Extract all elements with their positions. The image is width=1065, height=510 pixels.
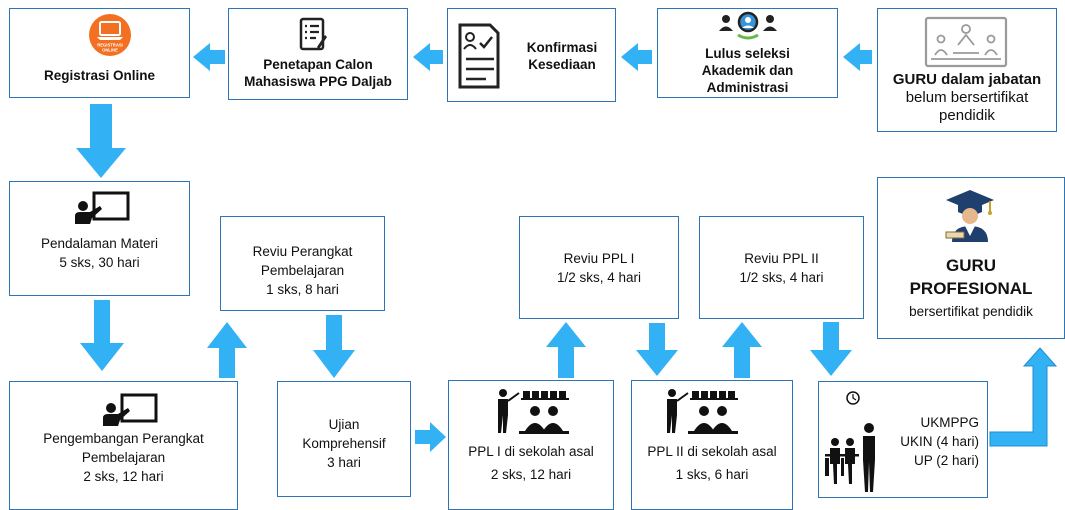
arrow-penetapan-to-registrasi <box>193 43 225 71</box>
pengembangan-line1: Pengembangan Perangkat <box>43 431 204 446</box>
ppl2-box: PPL II di sekolah asal 1 sks, 6 hari <box>631 380 793 510</box>
ppl1-box: PPL I di sekolah asal 2 sks, 12 hari <box>448 380 614 510</box>
arrow-ujian-to-ppl1 <box>415 422 446 452</box>
graduate-icon <box>945 190 994 242</box>
reviu-perangkat-line3: 1 sks, 8 hari <box>266 282 339 297</box>
registrasi-online-icon: REGISTRASI ONLINE <box>89 14 131 56</box>
reviu-ppl2-box: Reviu PPL II 1/2 sks, 4 hari <box>699 216 864 319</box>
pendalaman-line2: 5 sks, 30 hari <box>59 255 140 270</box>
arrow-lulus-to-konfirmasi <box>621 43 652 71</box>
ujian-line3: 3 hari <box>327 455 361 470</box>
registrasi-icon-text1: REGISTRASI <box>97 43 123 48</box>
reviu-perangkat-line2: Pembelajaran <box>260 263 345 278</box>
guru-jabatan-line3: pendidik <box>939 107 995 124</box>
registrasi-icon-text2: ONLINE <box>102 48 118 53</box>
guru-jabatan-title: GURU dalam jabatan <box>892 71 1042 88</box>
guru-profesional-line2: PROFESIONAL <box>909 279 1033 298</box>
arrow-reviu-to-ujian <box>313 315 355 378</box>
ukmppg-line2: UKIN (4 hari) <box>900 434 979 449</box>
teaching-board-icon <box>75 191 130 224</box>
ppl1-line2: 2 sks, 12 hari <box>490 467 572 482</box>
arrow-konfirmasi-to-penetapan <box>413 43 443 71</box>
guru-jabatan-line2: belum bersertifikat <box>905 89 1029 106</box>
konfirmasi-line2: Kesediaan <box>528 57 596 72</box>
reviu-ppl2-line1: Reviu PPL II <box>744 251 819 266</box>
ujian-line2: Komprehensif <box>302 436 386 451</box>
guru-profesional-line3: bersertifikat pendidik <box>909 304 1033 319</box>
registrasi-box: REGISTRASI ONLINE Registrasi Online <box>9 8 190 98</box>
arrow-guru-to-lulus <box>843 43 872 71</box>
pengembangan-line3: 2 sks, 12 hari <box>83 469 164 484</box>
arrow-ukmppg-to-profesional <box>989 347 1058 447</box>
class-teaching-icon <box>498 389 569 434</box>
classroom-icon <box>924 16 1008 68</box>
lulus-seleksi-line1: Lulus seleksi <box>705 46 790 61</box>
arrow-registrasi-to-pendalaman <box>76 104 126 178</box>
guru-jabatan-box: GURU dalam jabatan belum bersertifikat p… <box>877 8 1057 132</box>
ppl2-line2: 1 sks, 6 hari <box>675 467 749 482</box>
penetapan-box: Penetapan Calon Mahasiswa PPG Daljab <box>228 8 408 100</box>
lulus-seleksi-line2: Akademik dan <box>701 63 794 78</box>
penetapan-line2: Mahasiswa PPG Daljab <box>244 74 392 89</box>
list-document-icon <box>299 17 327 51</box>
reviu-ppl1-line2: 1/2 sks, 4 hari <box>556 270 642 285</box>
group-search-icon <box>719 11 777 40</box>
registrasi-label: Registrasi Online <box>43 68 156 83</box>
arrow-reviu1-to-ppl2 <box>636 323 678 376</box>
konfirmasi-box: Konfirmasi Kesediaan <box>447 8 616 102</box>
reviu-ppl1-box: Reviu PPL I 1/2 sks, 4 hari <box>519 216 679 319</box>
ppl1-line1: PPL I di sekolah asal <box>468 444 594 459</box>
class-teaching-icon <box>667 389 738 434</box>
ukmppg-line3: UP (2 hari) <box>913 453 979 468</box>
reviu-perangkat-box: Reviu Perangkat Pembelajaran 1 sks, 8 ha… <box>220 216 385 311</box>
arrow-reviu2-to-ukmppg <box>810 322 852 376</box>
ujian-box: Ujian Komprehensif 3 hari <box>277 381 411 497</box>
ujian-line1: Ujian <box>328 417 360 432</box>
pendalaman-box: Pendalaman Materi 5 sks, 30 hari <box>9 181 190 296</box>
lulus-seleksi-line3: Administrasi <box>706 80 789 95</box>
guru-profesional-box: GURU PROFESIONAL bersertifikat pendidik <box>877 177 1065 339</box>
guru-profesional-line1: GURU <box>945 256 997 275</box>
reviu-ppl1-line1: Reviu PPL I <box>563 251 635 266</box>
reviu-ppl2-line2: 1/2 sks, 4 hari <box>739 270 824 285</box>
arrow-ppl1-to-reviu1 <box>546 322 586 378</box>
arrow-pengembangan-to-reviu <box>207 322 247 378</box>
arrow-ppl2-to-reviu2 <box>722 322 762 378</box>
ukmppg-box: UKMPPG UKIN (4 hari) UP (2 hari) <box>818 381 988 498</box>
teaching-board-icon <box>103 393 158 426</box>
ukmppg-line1: UKMPPG <box>920 415 979 430</box>
exam-room-icon <box>825 391 875 492</box>
pengembangan-box: Pengembangan Perangkat Pembelajaran 2 sk… <box>9 381 238 510</box>
pengembangan-line2: Pembelajaran <box>81 450 166 465</box>
reviu-perangkat-line1: Reviu Perangkat <box>252 244 353 259</box>
form-document-icon <box>458 23 500 89</box>
pendalaman-line1: Pendalaman Materi <box>40 236 159 251</box>
penetapan-line1: Penetapan Calon <box>263 57 373 72</box>
lulus-seleksi-box: Lulus seleksi Akademik dan Administrasi <box>657 8 838 98</box>
ppl2-line1: PPL II di sekolah asal <box>647 444 777 459</box>
arrow-pendalaman-to-pengembangan <box>80 300 124 371</box>
konfirmasi-line1: Konfirmasi <box>526 40 598 55</box>
